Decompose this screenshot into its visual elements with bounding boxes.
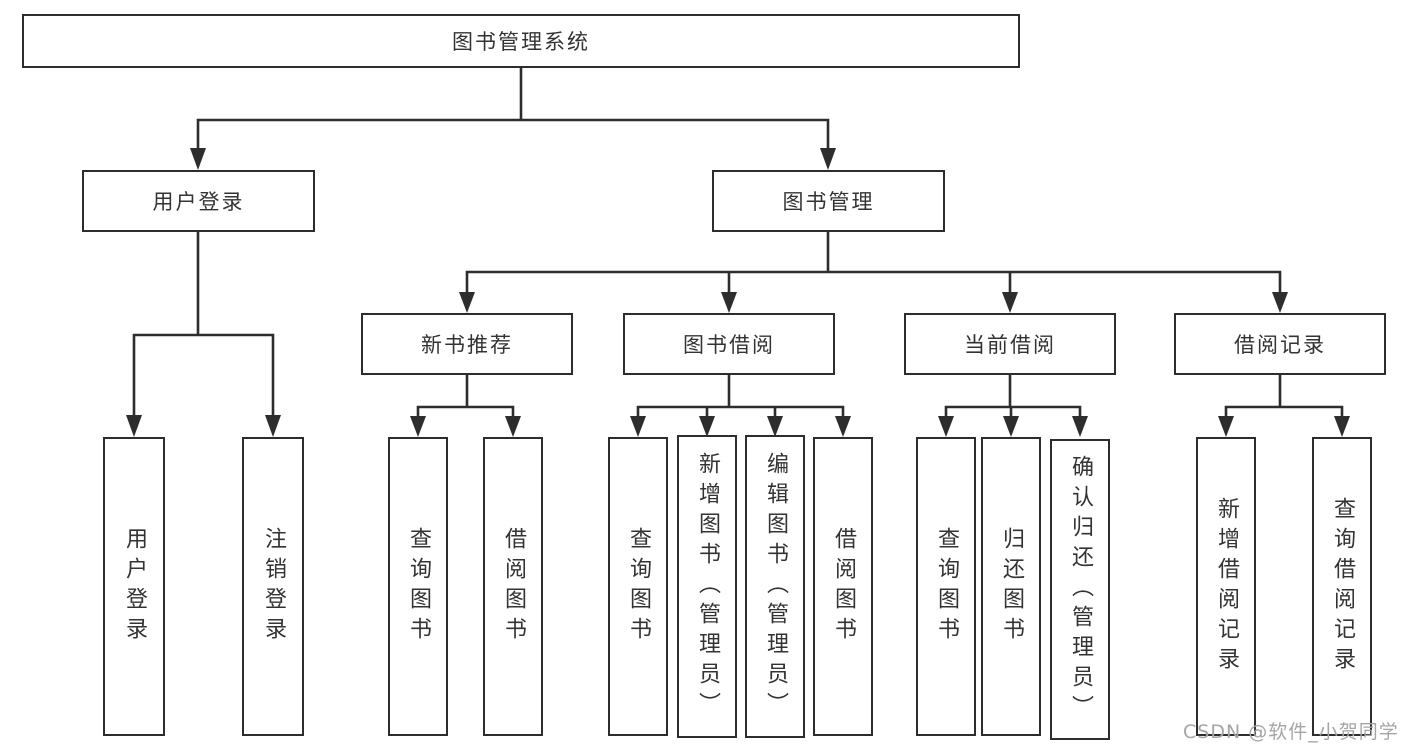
leaf-borrowing-borrow-books: 借阅图书 [813, 437, 873, 736]
leaf-recommend-borrow-books: 借阅图书 [483, 437, 543, 736]
node-book-management-label: 图书管理 [782, 190, 875, 214]
leaf-return-books-label: 归还图书 [999, 526, 1024, 647]
node-root: 图书管理系统 [22, 14, 1020, 68]
leaf-recommend-borrow-books-label: 借阅图书 [501, 526, 526, 647]
leaf-confirm-return-admin-label: 确认归还（管理员） [1068, 454, 1093, 725]
leaf-logout-login: 注销登录 [242, 437, 304, 736]
leaf-edit-books-admin-label: 编辑图书（管理员） [763, 451, 788, 722]
leaf-current-query-books: 查询图书 [916, 437, 976, 736]
leaf-current-query-books-label: 查询图书 [934, 526, 959, 647]
node-user-login-branch: 用户登录 [82, 170, 315, 232]
connector-user-login-branch [126, 230, 281, 437]
leaf-add-borrow-record: 新增借阅记录 [1196, 437, 1256, 736]
node-root-label: 图书管理系统 [452, 30, 590, 54]
node-new-book-recommend-label: 新书推荐 [421, 333, 513, 357]
leaf-user-login: 用户登录 [103, 437, 165, 736]
node-current-borrowing: 当前借阅 [904, 313, 1116, 375]
node-book-management: 图书管理 [712, 170, 945, 232]
leaf-borrowing-borrow-books-label: 借阅图书 [831, 526, 856, 647]
leaf-query-borrow-record: 查询借阅记录 [1312, 437, 1372, 736]
connector-new-book-recommend [410, 373, 521, 437]
csdn-watermark: CSDN @软件_小贺同学 [1183, 721, 1399, 743]
leaf-logout-login-label: 注销登录 [261, 526, 286, 647]
node-current-borrowing-label: 当前借阅 [964, 333, 1056, 357]
leaf-add-borrow-record-label: 新增借阅记录 [1214, 496, 1239, 677]
connector-borrowing-records [1218, 373, 1350, 437]
connector-current-borrowing [938, 373, 1088, 437]
node-book-borrowing-label: 图书借阅 [683, 333, 775, 357]
leaf-query-borrow-record-label: 查询借阅记录 [1330, 496, 1355, 677]
connector-book-borrowing [630, 373, 851, 437]
leaf-confirm-return-admin: 确认归还（管理员） [1050, 439, 1110, 740]
leaf-user-login-label: 用户登录 [122, 526, 147, 647]
leaf-recommend-query-books: 查询图书 [388, 437, 448, 736]
connector-book-management [459, 230, 1288, 313]
leaf-return-books: 归还图书 [981, 437, 1041, 736]
leaf-edit-books-admin: 编辑图书（管理员） [745, 435, 805, 738]
node-borrowing-records: 借阅记录 [1174, 313, 1386, 375]
leaf-add-books-admin: 新增图书（管理员） [677, 435, 737, 738]
node-user-login-branch-label: 用户登录 [152, 190, 245, 214]
node-book-borrowing: 图书借阅 [623, 313, 835, 375]
leaf-borrowing-query-books: 查询图书 [608, 437, 668, 736]
leaf-borrowing-query-books-label: 查询图书 [626, 526, 651, 647]
node-borrowing-records-label: 借阅记录 [1234, 333, 1326, 357]
connector-root-to-level2 [190, 66, 836, 170]
leaf-recommend-query-books-label: 查询图书 [406, 526, 431, 647]
leaf-add-books-admin-label: 新增图书（管理员） [695, 451, 720, 722]
node-new-book-recommend: 新书推荐 [361, 313, 573, 375]
